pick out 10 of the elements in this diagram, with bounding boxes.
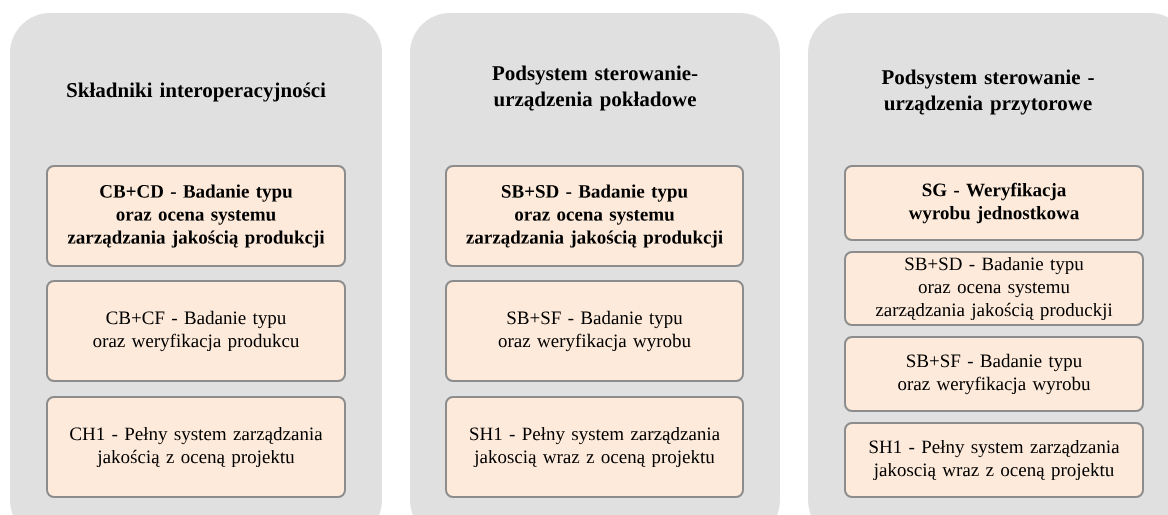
text-box: CB+CD - Badanie typu oraz ocena systemu zarządzania jakością produkcji <box>46 165 346 267</box>
text-box: SG - Weryfikacja wyrobu jednostkowa <box>844 165 1144 241</box>
text-box: SB+SD - Badanie typu oraz ocena systemu zarządzania jakością produkcji <box>445 165 744 267</box>
text-box: SB+SD - Badanie typu oraz ocena systemu zarządzania jakością produckji <box>844 251 1144 326</box>
text-box: CB+CF - Badanie typu oraz weryfikacja produkcu <box>46 280 346 382</box>
text-box: SB+SF - Badanie typu oraz weryfikacja wyrobu <box>844 336 1144 412</box>
text-box: SH1 - Pełny system zarządzania jakoscią wraz z oceną projektu <box>844 422 1144 498</box>
text-box: CH1 - Pełny system zarządzania jakością z oceną projektu <box>46 396 346 498</box>
text-box: SB+SF - Badanie typu oraz weryfikacja wyrobu <box>445 280 744 382</box>
text-box: SH1 - Pełny system zarządzania jakoscią wraz z oceną projektu <box>445 396 744 498</box>
